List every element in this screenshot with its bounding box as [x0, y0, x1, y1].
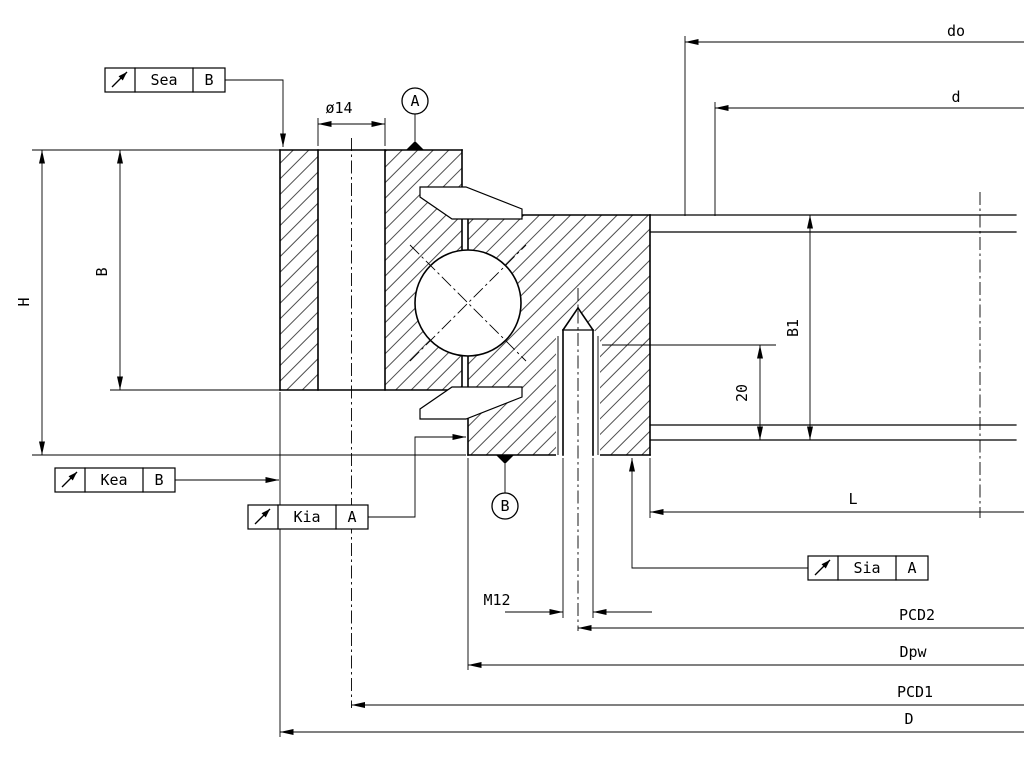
- dim-pcd2: PCD2: [578, 606, 1024, 631]
- dim-label-pcd1: PCD1: [897, 683, 933, 701]
- dim-hole-dia: ø14: [317, 99, 386, 146]
- dim-b1: B1: [784, 215, 813, 440]
- dim-dpw: Dpw: [467, 458, 1024, 670]
- ball: [409, 244, 527, 362]
- fcf-sea: Sea B: [104, 67, 286, 147]
- dim-label-pcd2: PCD2: [899, 606, 935, 624]
- runout-arrow-icon: [111, 71, 128, 88]
- fcf-name: Kea: [100, 471, 127, 489]
- dim-label-dpw: Dpw: [899, 643, 927, 661]
- fcf-kea: Kea B: [54, 467, 279, 493]
- dim-label-do: do: [947, 22, 965, 40]
- fcf-name: Kia: [293, 508, 320, 526]
- fcf-name: Sea: [150, 71, 177, 89]
- datum-a: A: [401, 87, 429, 150]
- runout-arrow-icon: [61, 471, 78, 488]
- datum-letter-b: B: [500, 497, 509, 515]
- dim-label-d: d: [951, 88, 960, 106]
- dim-label-b1: B1: [784, 319, 802, 337]
- fcf-datum-ref: A: [907, 559, 916, 577]
- seals: [419, 186, 523, 420]
- datum-b: B: [491, 455, 519, 520]
- dim-h: H: [15, 150, 45, 455]
- dim-label-h: H: [15, 297, 33, 306]
- dim-do: do: [684, 22, 1024, 216]
- dim-label-d-outer: D: [904, 710, 913, 728]
- ball-centerline-diagonal: [409, 244, 527, 362]
- datum-triangle: [496, 455, 514, 464]
- leader-line: [225, 79, 286, 147]
- fcf-datum-ref: B: [204, 71, 213, 89]
- dim-20: 20: [602, 344, 776, 440]
- top-seal: [419, 186, 523, 220]
- bottom-seal: [419, 386, 523, 420]
- datum-circle: [401, 87, 429, 115]
- dim-m12: M12: [483, 458, 652, 618]
- dim-d-outer: D: [279, 392, 1024, 737]
- runout-arrow-icon: [254, 508, 271, 525]
- inner-ring-hatch-left: [280, 150, 318, 390]
- dim-pcd1: PCD1: [351, 683, 1024, 708]
- dim-b: B: [93, 150, 123, 390]
- centerlines: [351, 138, 981, 708]
- datum-circle: [491, 492, 519, 520]
- fcf-datum-ref: A: [347, 508, 356, 526]
- fcf-datum-ref: B: [154, 471, 163, 489]
- dim-label-m12: M12: [483, 591, 510, 609]
- fcf-sia: Sia A: [629, 458, 929, 581]
- leader-line: [629, 458, 808, 569]
- drill-tip: [561, 306, 580, 332]
- part-outlines: [32, 149, 1017, 456]
- dim-d: d: [714, 88, 1024, 216]
- dim-label-hole-dia: ø14: [325, 99, 352, 117]
- fcf-name: Sia: [853, 559, 880, 577]
- leader-line: [368, 434, 466, 518]
- runout-arrow-icon: [814, 559, 831, 576]
- datum-letter-a: A: [410, 92, 419, 110]
- dim-label-20: 20: [733, 384, 751, 402]
- dim-l: L: [649, 458, 1024, 518]
- datum-triangle: [406, 141, 424, 150]
- ball-centerline-diagonal: [409, 244, 527, 362]
- dim-label-l: L: [848, 490, 857, 508]
- dim-label-b: B: [93, 267, 111, 276]
- drill-tip: [576, 306, 595, 332]
- fcf-kia: Kia A: [247, 434, 466, 530]
